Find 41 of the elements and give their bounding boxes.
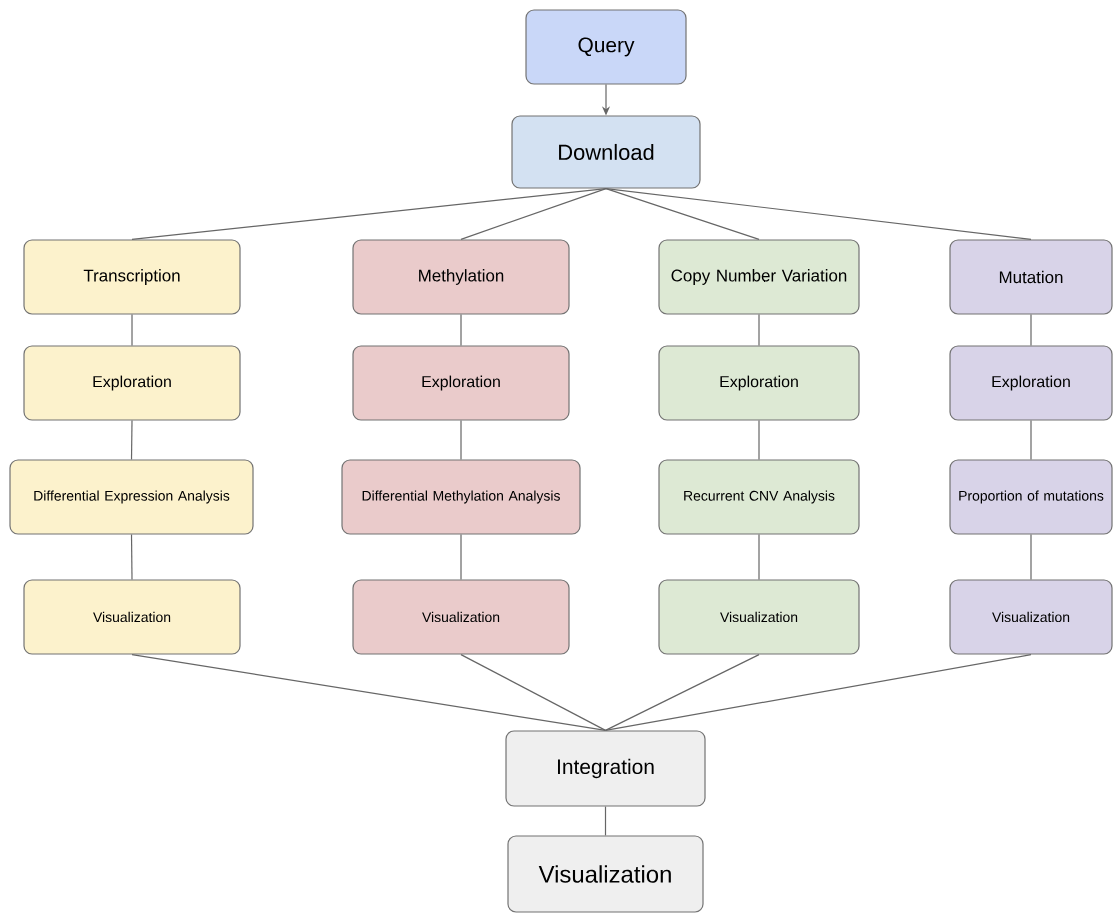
process-box: Transcription [23,239,241,315]
connector-line [131,314,133,346]
connector-line [131,654,607,731]
connector-line [758,420,760,460]
connector-line [131,188,607,240]
connector-line [604,806,607,836]
process-box: Copy Number Variation [658,239,860,315]
process-box: Mutation [949,239,1113,315]
connector-line [604,654,760,731]
connector-line [460,534,462,580]
process-box: Query [525,9,687,85]
connector-line [604,654,1032,731]
process-box: Differential Methylation Analysis [341,459,581,535]
connector-line [605,188,760,240]
connector-line [758,534,760,580]
process-box: Methylation [352,239,570,315]
connector-line [460,188,607,240]
process-box: Visualization [949,579,1113,655]
connector-line [605,188,1032,240]
process-box: Recurrent CNV Analysis [658,459,860,535]
connector-line [1030,534,1032,580]
process-box: Exploration [658,345,860,421]
connector-line [130,534,133,580]
connector-line [460,420,462,460]
connector-line [460,314,462,346]
connector-line [1030,420,1032,460]
process-box: Exploration [352,345,570,421]
process-box: Download [511,115,701,189]
process-box: Visualization [507,835,704,913]
process-box: Exploration [949,345,1113,421]
process-box: Visualization [23,579,241,655]
connector-line [460,654,607,731]
process-box: Differential Expression Analysis [9,459,254,535]
connector-line [758,314,760,346]
process-box: Proportion of mutations [949,459,1113,535]
process-box: Visualization [352,579,570,655]
process-box: Visualization [658,579,860,655]
process-box: Exploration [23,345,241,421]
connector-line [130,420,133,460]
process-box: Integration [505,730,706,807]
connector-line [1030,314,1032,346]
